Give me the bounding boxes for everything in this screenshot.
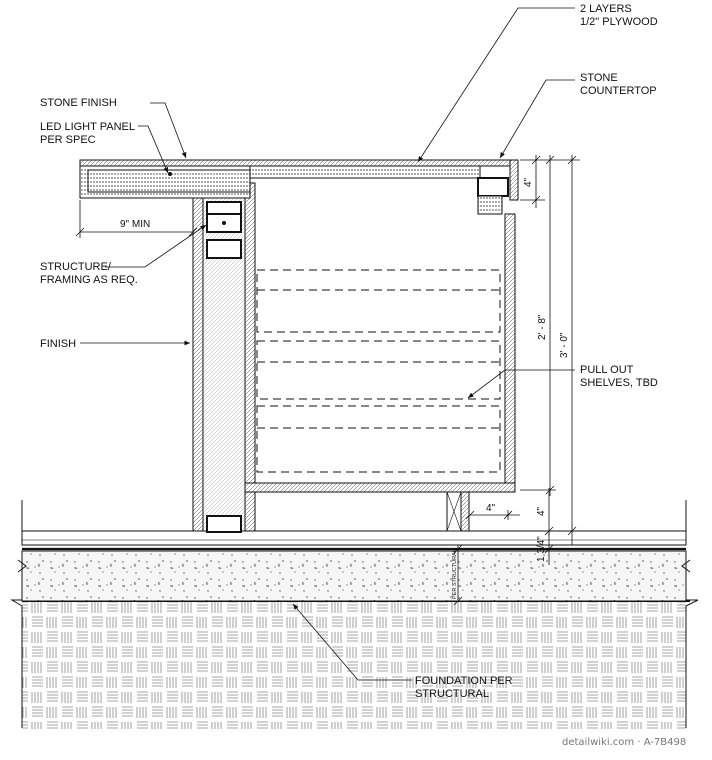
led-label-line2: PER SPEC	[40, 134, 96, 146]
toe-kick-panel	[460, 491, 470, 532]
finish-floor	[21, 530, 687, 546]
overhang-dim-label: 9" MIN	[120, 219, 150, 230]
structure-label-line1: STRUCTURE/	[40, 261, 112, 273]
led-leader	[138, 125, 169, 174]
watermark: detailwiki.com · A-7B498	[562, 737, 686, 748]
toe-kick-depth-dim-label: 4"	[486, 503, 496, 514]
structure-label-line2: FRAMING AS REQ.	[40, 274, 138, 286]
stone-finish-leader	[150, 102, 187, 159]
structure-stud-bottom	[206, 515, 242, 533]
led-label-line1: LED LIGHT PANEL	[40, 121, 135, 133]
finish-label: FINISH	[40, 338, 76, 350]
stone-finish-layer	[79, 159, 518, 167]
structure-leader	[105, 224, 207, 268]
cabinet-left-panel	[244, 182, 256, 532]
stone-finish-label: STONE FINISH	[40, 97, 117, 109]
plywood-leader	[417, 7, 575, 163]
pullout-label-line1: PULL OUT	[580, 364, 634, 376]
break-mark-left	[17, 559, 27, 573]
break-mark-right	[681, 559, 691, 573]
pullout-leader	[467, 369, 575, 399]
stone-countertop-label-line2: COUNTERTOP	[580, 85, 657, 97]
cabinet-right-panel	[504, 213, 516, 491]
plywood-top-layer	[249, 165, 481, 179]
left-finish-wall	[192, 197, 204, 532]
foundation-label-line1: FOUNDATION PER	[415, 675, 513, 687]
cabinet-height-dim-label: 2' - 8"	[537, 314, 548, 340]
counter-block-bottom	[477, 195, 503, 215]
plywood-label-line2: 1/2" PLYWOOD	[580, 16, 658, 28]
break-line-right	[685, 599, 699, 728]
led-marker	[168, 172, 172, 176]
total-height-dim-label: 3' - 0"	[559, 332, 570, 358]
cabinet-bottom	[244, 482, 516, 493]
slab-thickness-dim-label: 1 3/4"	[536, 536, 547, 562]
break-line-left	[10, 599, 23, 728]
counter-edge-dim-label: 4"	[523, 177, 534, 187]
stone-countertop-edge	[509, 159, 519, 201]
stone-countertop-leader	[499, 79, 575, 159]
structure-stud-lower	[206, 239, 242, 259]
plywood-label-line1: 2 LAYERS	[580, 3, 632, 15]
stone-countertop-label-line1: STONE	[580, 72, 618, 84]
foundation-leader	[292, 603, 412, 681]
concrete-slab	[21, 550, 687, 602]
stud-marker	[222, 221, 226, 225]
earth-hatch	[22, 601, 686, 729]
led-light-panel	[87, 169, 251, 193]
toe-kick-cross-2	[446, 491, 462, 532]
toe-kick-height-dim-label: 4"	[536, 506, 547, 516]
pull-out-shelves	[256, 269, 501, 473]
per-structural-label: PER STRUCTURAL	[452, 549, 458, 599]
counter-block-top	[477, 177, 509, 197]
foundation-label-line2: STRUCTURAL	[415, 688, 489, 700]
pullout-label-line2: SHELVES, TBD	[580, 377, 658, 389]
